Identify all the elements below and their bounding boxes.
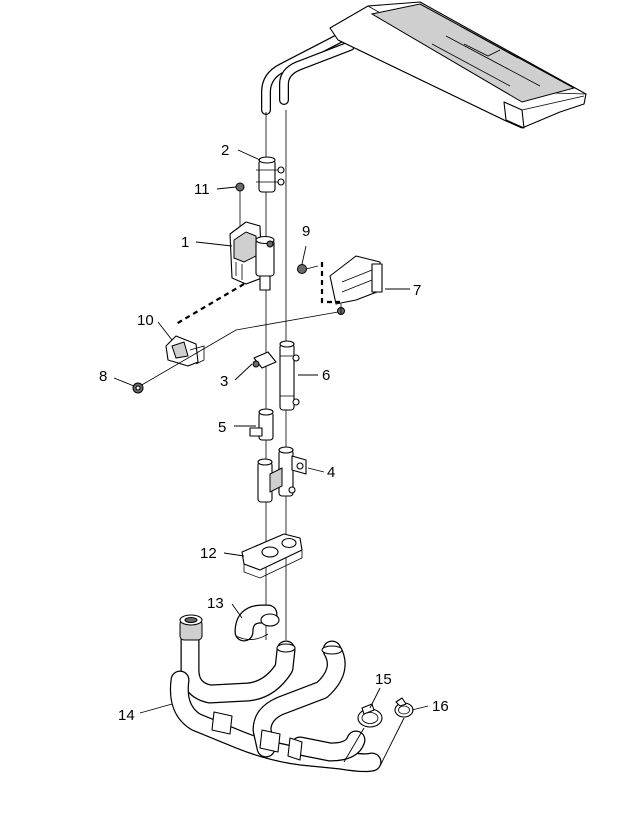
callout-11: 11 [194, 181, 210, 198]
hose-assembly-part-14 [169, 614, 382, 773]
callout-12: 12 [200, 545, 217, 562]
callout-4: 4 [327, 464, 335, 481]
dashed-guide-7 [320, 262, 340, 304]
callout-3: 3 [220, 373, 228, 390]
hose-connector-part-2 [256, 156, 285, 193]
dashed-guide-10 [175, 283, 245, 325]
guide-line-8 [139, 311, 339, 387]
pipe-part-6 [279, 340, 300, 411]
clip-bracket-part-10 [165, 335, 205, 367]
heater-core [261, 1, 587, 129]
water-valve-part-1 [229, 221, 275, 291]
y-valve-part-4 [257, 446, 307, 503]
screw-part-8 [132, 382, 144, 394]
hose-clamp-part-15 [357, 703, 383, 728]
callout-10: 10 [137, 312, 154, 329]
callout-8: 8 [99, 368, 107, 385]
callout-16: 16 [432, 698, 449, 715]
clamp-part-3 [252, 351, 277, 369]
callout-15: 15 [375, 671, 392, 688]
callout-9: 9 [302, 223, 310, 240]
connector-part-5 [249, 408, 274, 441]
callout-14: 14 [118, 707, 135, 724]
hose-clamp-part-16 [394, 697, 414, 718]
screw-part-9 [297, 264, 319, 274]
callout-5: 5 [218, 419, 226, 436]
bracket-part-7 [329, 255, 383, 315]
callout-13: 13 [207, 595, 224, 612]
callout-6: 6 [322, 367, 330, 384]
callout-2: 2 [221, 142, 229, 159]
plate-part-12 [241, 533, 303, 579]
callout-7: 7 [413, 282, 421, 299]
callout-1: 1 [181, 234, 189, 251]
elbow-hose-part-13 [234, 604, 280, 642]
leader-lines [113, 149, 429, 767]
